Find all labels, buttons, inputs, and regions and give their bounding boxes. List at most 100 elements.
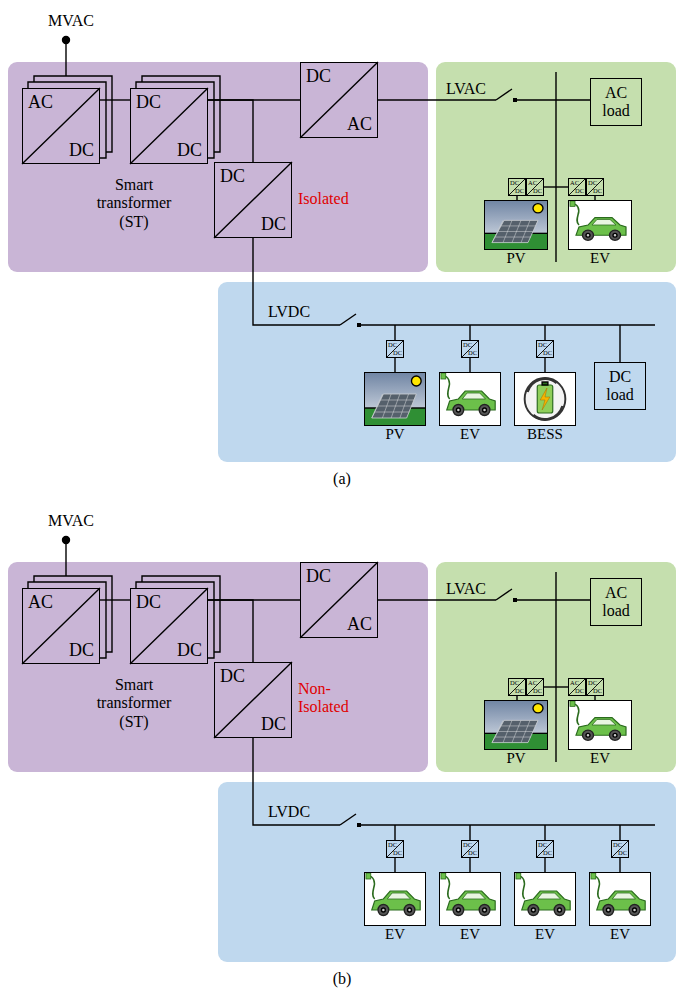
converter-text: DC: [593, 688, 602, 695]
converter-text: AC: [347, 115, 372, 133]
ev-picture: [514, 872, 576, 926]
device-label: EV: [590, 250, 610, 267]
converter-text: DC: [388, 842, 397, 849]
device-icon: EV: [568, 700, 632, 750]
connector-wire: [516, 196, 517, 200]
device-label: PV: [506, 750, 525, 767]
converter-text: DC: [463, 342, 472, 349]
connector-wire: [544, 358, 545, 372]
load-box: AC load: [590, 578, 642, 626]
converter-text: DC: [69, 141, 94, 159]
converter-text: AC: [528, 680, 537, 687]
converter-text: AC: [570, 680, 579, 687]
converter-text: AC: [570, 180, 579, 187]
converter-text: DC: [261, 715, 286, 733]
converter-text: DC: [515, 688, 524, 695]
lvdc-wire: [253, 238, 340, 325]
device-icon: EV: [439, 872, 501, 926]
connector-wire: [394, 858, 395, 872]
device-icon: PV: [364, 372, 426, 426]
converter-text: DC: [593, 188, 602, 195]
converter-text: DC: [393, 350, 402, 357]
converter-box: DC DC: [130, 88, 208, 164]
switch-contact: [513, 98, 517, 102]
converter-text: DC: [306, 567, 331, 585]
ev-picture: [364, 872, 426, 926]
converter-text: DC: [468, 350, 477, 357]
switch-blade: [496, 89, 512, 100]
device-label: PV: [506, 250, 525, 267]
switch-blade: [340, 314, 356, 325]
device-icon: BESS: [514, 372, 576, 426]
device-label: PV: [385, 426, 404, 443]
converter-text: DC: [510, 680, 519, 687]
device-icon: EV: [514, 872, 576, 926]
connector-wire: [394, 358, 395, 372]
converter-text: DC: [261, 215, 286, 233]
converter-text: DC: [136, 93, 161, 111]
small-converter-box: DCDC: [586, 178, 604, 196]
small-converter-box: DCDC: [386, 340, 404, 358]
converter-text: AC: [347, 615, 372, 633]
connector-wire: [100, 599, 130, 600]
region-panel: Smart transformer (ST)ACDCDCDCDCACDCDC: [8, 562, 428, 772]
region-title: Smart transformer (ST): [84, 176, 184, 231]
converter-text: DC: [613, 842, 622, 849]
converter-text: DC: [543, 350, 552, 357]
device-label: EV: [385, 926, 405, 943]
region-panel: LVDCDCDCDCDCDCDCPVEVBESSDC load: [218, 282, 676, 462]
grid-label: MVAC: [48, 12, 94, 30]
load-box: DC load: [594, 362, 646, 410]
converter-text: DC: [393, 850, 402, 857]
device-icon: EV: [589, 872, 651, 926]
converter-text: AC: [528, 180, 537, 187]
small-converter-box: DCDC: [536, 340, 554, 358]
subfigure-caption: (b): [333, 970, 352, 988]
converter-box: DCDC: [130, 588, 208, 664]
small-converter-box: DCDC: [461, 840, 479, 858]
device-icon: EV: [439, 372, 501, 426]
converter-text: DC: [177, 141, 202, 159]
device-label: EV: [535, 926, 555, 943]
connector-wire: [619, 858, 620, 872]
converter-text: DC: [136, 593, 161, 611]
converter-text: AC: [28, 93, 53, 111]
converter-box: DCDC: [214, 162, 292, 238]
switch-contact: [357, 323, 361, 327]
converter-diagonal: [386, 840, 629, 858]
region-title: LVAC: [446, 80, 486, 98]
converter-text: DC: [388, 342, 397, 349]
converter-text: AC load: [593, 84, 639, 119]
load-box: AC load: [590, 78, 642, 126]
panel-b-dc-side: [364, 825, 651, 926]
device-label: EV: [460, 926, 480, 943]
small-converter-box: DCDC: [508, 178, 526, 196]
lvdc-bus: [361, 324, 655, 325]
small-converter-box: DCDC: [536, 840, 554, 858]
region-title: LVAC: [446, 580, 486, 598]
pv-picture: [364, 372, 426, 426]
converter-box: DCAC: [300, 62, 378, 138]
connector-wire: [594, 196, 595, 200]
ev-picture: [439, 372, 501, 426]
converter-box: AC DC: [22, 88, 100, 164]
converter-text: DC: [533, 188, 542, 195]
connector-wire: [469, 358, 470, 372]
bus-stub: [395, 325, 620, 362]
small-converter-box: DCDC: [611, 840, 629, 858]
device-label: EV: [590, 750, 610, 767]
ev-picture: [568, 200, 632, 250]
converter-diagonal: [22, 62, 378, 238]
connector-wire: [208, 600, 253, 662]
converter-text: DC: [543, 850, 552, 857]
converter-note: Isolated: [298, 190, 349, 208]
converter-note: Non- Isolated: [298, 680, 360, 717]
device-icon: EV: [568, 200, 632, 250]
small-converter-box: ACDC: [526, 678, 544, 696]
small-converter-box: DCDC: [586, 678, 604, 696]
region-title: LVDC: [268, 803, 310, 821]
subfigure-caption: (a): [333, 470, 351, 488]
panel-a-dc-side: [364, 325, 620, 426]
converter-text: DC: [575, 188, 584, 195]
